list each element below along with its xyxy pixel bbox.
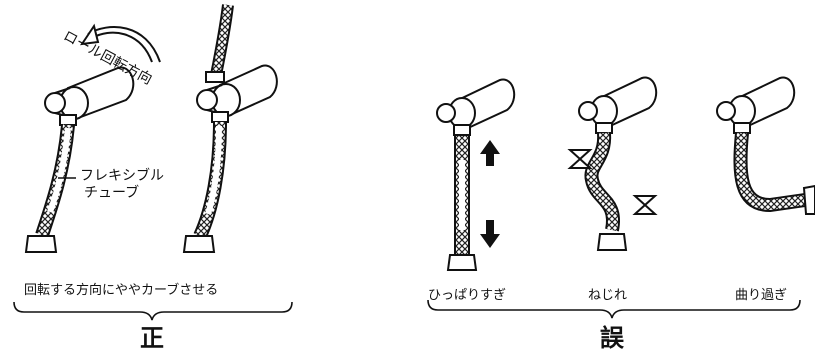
pull-down-arrow-icon	[480, 220, 500, 248]
correct-caption: 回転する方向にややカーブさせる	[24, 283, 219, 298]
correct-bracket	[13, 301, 293, 321]
hose-correct-2	[182, 4, 234, 253]
rotation-arrow-icon	[79, 23, 161, 63]
hose-correct-1	[24, 114, 77, 253]
hose-bent-too-much	[733, 122, 815, 215]
tube-label-line1: フレキシブル	[80, 168, 164, 184]
roller-icon	[578, 76, 658, 128]
hose-pulled-too-much	[446, 124, 478, 271]
wrong-label-bent: 曲り過ぎ	[735, 288, 788, 303]
pull-up-arrow-icon	[480, 140, 500, 166]
wrong-verdict: 誤	[600, 324, 624, 352]
correct-verdict: 正	[140, 324, 164, 352]
wrong-label-twisted: ねじれ	[588, 288, 628, 303]
wrong-bracket	[427, 299, 801, 319]
roller-icon	[716, 76, 796, 128]
twist-marker-icon	[567, 149, 593, 169]
tube-label: フレキシブル チューブ	[80, 168, 164, 202]
tube-label-line2: チューブ	[84, 185, 140, 201]
roller-icon	[436, 78, 516, 130]
roller-icon	[196, 64, 278, 117]
wrong-label-pulled: ひっぱりすぎ	[428, 288, 507, 303]
hose-twisted	[584, 122, 628, 251]
twist-marker-icon	[632, 195, 658, 215]
